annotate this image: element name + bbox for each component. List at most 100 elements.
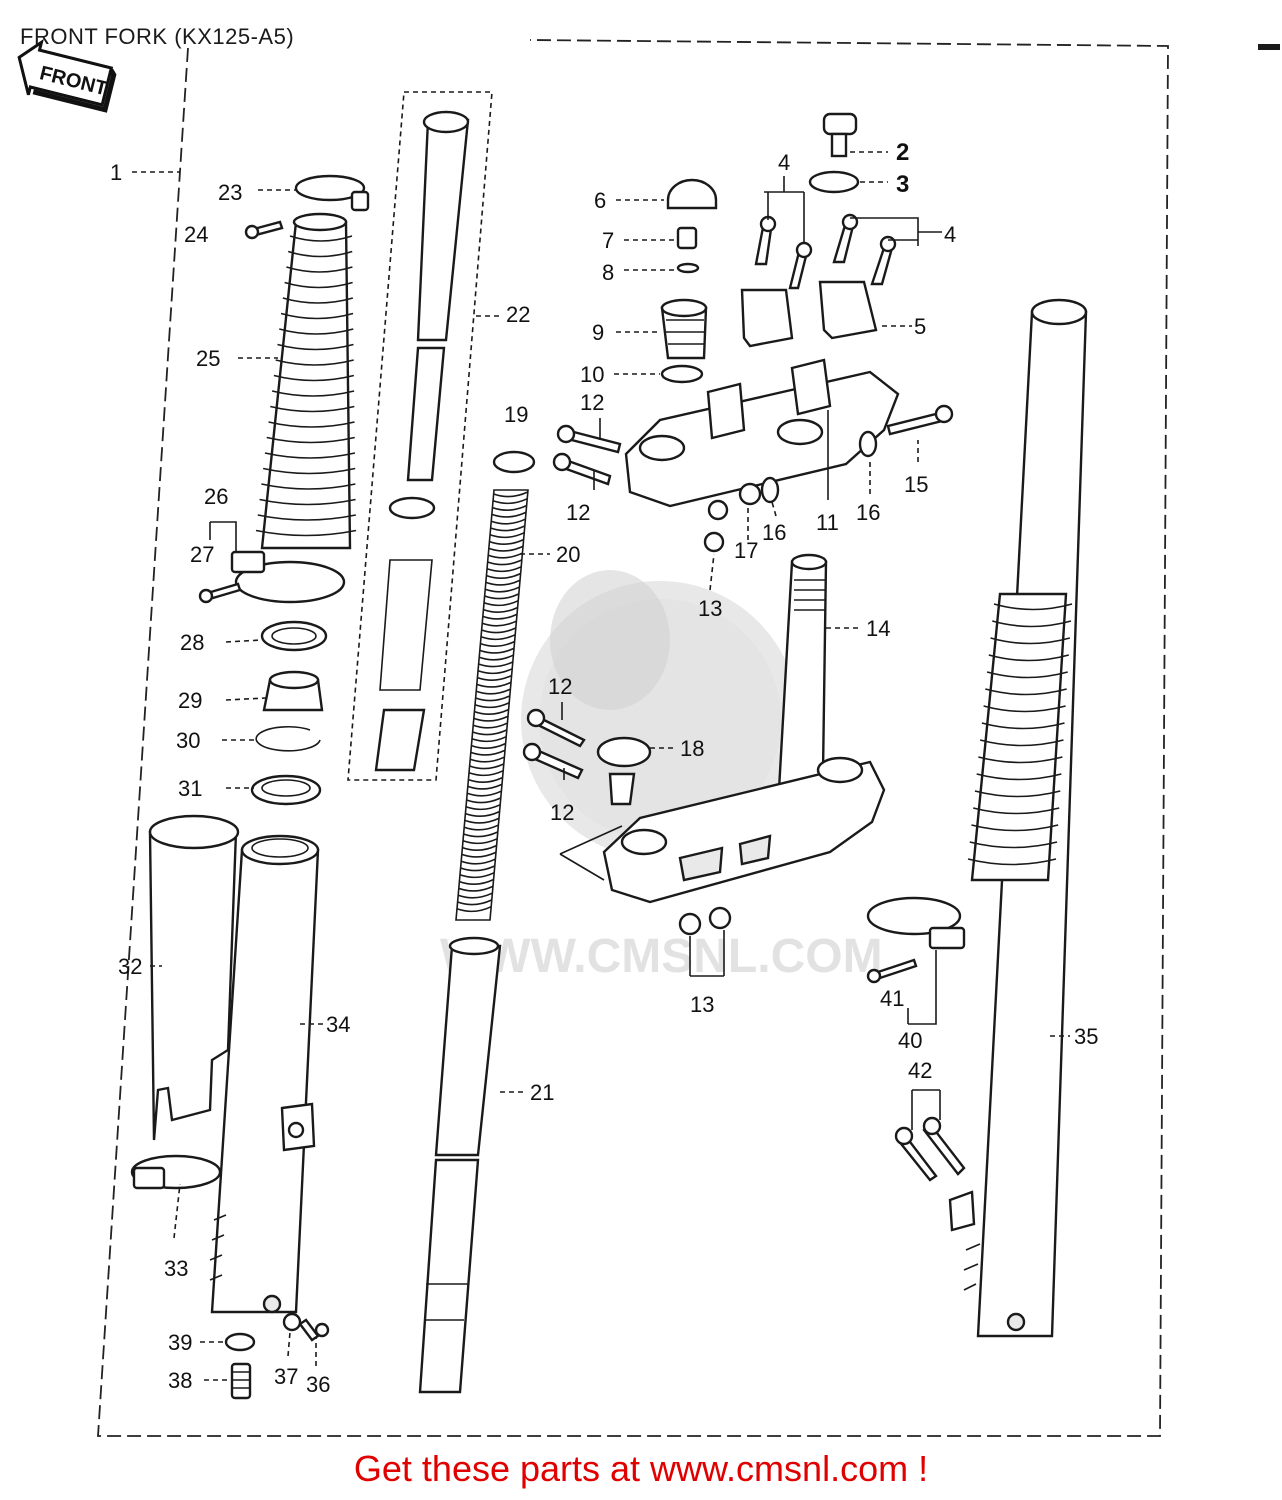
spring-coil <box>481 620 517 627</box>
spring-coil <box>491 511 527 518</box>
part-41-screw <box>866 958 918 984</box>
part-26-band-clamp <box>230 550 346 604</box>
part-10-oring <box>660 364 704 384</box>
callout-23: 23 <box>218 180 242 205</box>
spring-coil <box>478 654 514 661</box>
callout-30: 30 <box>176 728 200 753</box>
part-4-clamp-bolts <box>754 213 897 290</box>
spring-coil <box>457 899 492 906</box>
spring-coil <box>478 661 513 668</box>
diagram-frame <box>97 39 1280 1437</box>
part-18-cable-guide <box>596 736 652 806</box>
part-33-clamp <box>130 1154 222 1190</box>
boot-ridge <box>976 773 1062 781</box>
part-42-bolts <box>894 1116 966 1182</box>
spring-coil <box>475 688 511 695</box>
boot-ridge <box>270 405 355 413</box>
part-11-top-bracket <box>624 358 900 508</box>
boot-ridge <box>261 483 356 490</box>
boot-ridge <box>985 688 1067 696</box>
callout-14: 14 <box>866 616 890 641</box>
callout-28: 28 <box>180 630 204 655</box>
part-34-outer-tube <box>209 834 320 1314</box>
callout-9: 9 <box>592 320 604 345</box>
spring-coil <box>468 770 504 777</box>
spring-coil <box>459 872 495 879</box>
spring-coil <box>493 491 528 498</box>
boot-ridge <box>286 266 353 273</box>
part-40-band-clamp <box>866 896 966 950</box>
boot-ridge <box>279 328 354 335</box>
part-35-fork-assembly <box>948 298 1088 1338</box>
callout-35: 35 <box>1074 1024 1098 1049</box>
callout-34: 34 <box>326 1012 350 1037</box>
spring-coil <box>480 634 516 641</box>
boot-ridge <box>257 514 356 521</box>
spring-coil <box>463 824 499 831</box>
spring-coil <box>481 627 516 634</box>
spring-coil <box>490 525 525 532</box>
spring-coil <box>492 504 527 511</box>
part-23-clamp <box>294 174 370 212</box>
part-36-screw <box>298 1318 330 1342</box>
spring-coil <box>458 885 494 892</box>
spring-coil <box>474 702 510 709</box>
part-24-screw <box>244 220 284 240</box>
spring-coil <box>471 736 507 743</box>
boot-ridge <box>990 637 1071 645</box>
callout-41: 41 <box>880 986 904 1011</box>
callout-10: 10 <box>580 362 604 387</box>
callout-16b: 16 <box>856 500 880 525</box>
spring-coil <box>475 695 510 702</box>
spring-coil <box>460 865 495 872</box>
spring-coil <box>456 906 492 913</box>
spring-coil <box>480 640 515 647</box>
boot-ridge <box>992 620 1072 628</box>
spring-coil <box>463 831 498 838</box>
boot-ridge <box>979 739 1064 747</box>
callout-18: 18 <box>680 736 704 761</box>
callout-12c: 12 <box>548 674 572 699</box>
boot-ridge <box>282 297 354 304</box>
spring-coil <box>469 756 505 763</box>
part-number-labels: 1 2 3 4 4 5 6 7 8 9 10 11 12 12 12 12 13… <box>110 139 1098 1397</box>
spring-coil <box>470 749 506 756</box>
callout-6: 6 <box>594 188 606 213</box>
part-17-nut <box>738 482 762 506</box>
boot-ridge <box>289 235 353 242</box>
boot-ridge <box>973 807 1060 815</box>
callout-4a: 4 <box>778 150 790 175</box>
spring-coil <box>477 668 513 675</box>
part-12-upper-pinch-bolts <box>552 424 622 486</box>
callout-12b: 12 <box>566 500 590 525</box>
callout-3: 3 <box>896 171 909 198</box>
boot-ridge <box>271 390 355 397</box>
callout-12a: 12 <box>580 390 604 415</box>
callout-8: 8 <box>602 260 614 285</box>
part-3-washer <box>808 170 860 194</box>
spring-coil <box>484 593 519 600</box>
part-13-nut-upper <box>703 499 729 553</box>
boot-ridge <box>988 654 1070 662</box>
callout-15: 15 <box>904 472 928 497</box>
spring-coil <box>486 572 521 579</box>
group-22-inner-parts <box>347 91 493 781</box>
part-15-bolt <box>886 404 954 436</box>
part-13-nut-lower <box>678 906 732 936</box>
boot-ridge <box>967 858 1057 866</box>
boot-ridge <box>264 452 356 459</box>
callout-17: 17 <box>734 538 758 563</box>
spring-coil <box>460 858 496 865</box>
boot-ridge <box>259 498 356 506</box>
boot-ridge <box>981 722 1065 730</box>
spring-coil <box>485 579 521 586</box>
spring-coil <box>477 674 512 681</box>
part-21-inner-tube <box>418 936 502 1394</box>
get-parts-link[interactable]: Get these parts at www.cmsnl.com ! <box>353 1448 929 1489</box>
spring-coil <box>484 586 520 593</box>
part-25-fork-boot <box>255 212 357 550</box>
boot-ridge <box>983 705 1066 713</box>
boot-ridge <box>969 841 1058 849</box>
spring-coil <box>487 552 523 559</box>
spring-coil <box>466 790 502 797</box>
